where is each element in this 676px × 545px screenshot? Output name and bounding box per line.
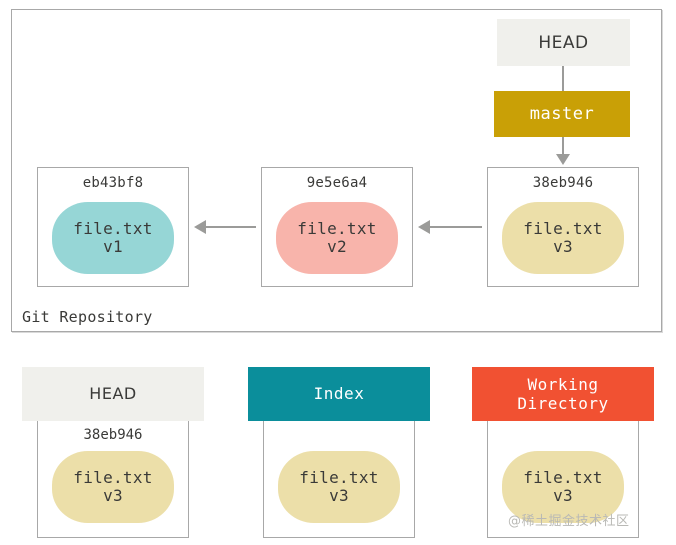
blob-version: v3 [329,486,349,505]
area-body-index: file.txt v3 [263,421,415,538]
area-sha: 38eb946 [83,427,143,443]
blob-version: v3 [553,486,573,505]
git-repository-label: Git Repository [22,308,153,326]
blob-filename: file.txt [299,468,379,488]
commit3-to-commit2-arrowhead [418,220,430,234]
area-blob: file.txt v3 [52,451,174,523]
area-title-line2: Directory [517,394,609,413]
blob-filename: file.txt [73,219,153,239]
blob-filename: file.txt [523,219,603,239]
commit-blob: file.txt v3 [502,202,624,274]
area-title: Index [313,384,365,404]
area-header-index: Index [248,367,430,421]
area-header-working-directory: Working Directory [472,367,654,421]
blob-filename: file.txt [297,219,377,239]
commit-sha: 9e5e6a4 [306,175,368,191]
head-pointer-box: HEAD [497,19,630,66]
commit2-to-commit1-connector [206,226,256,228]
area-blob: file.txt v3 [502,451,624,523]
master-branch-label: master [529,104,595,124]
blob-version: v3 [103,486,123,505]
commit3-to-commit2-connector [430,226,482,228]
area-body-head: 38eb946 file.txt v3 [37,421,189,538]
head-to-master-connector [562,66,564,91]
blob-filename: file.txt [523,468,603,488]
area-header-head: HEAD [22,367,204,421]
commit-blob: file.txt v2 [276,202,398,274]
area-title: HEAD [89,384,137,404]
area-title-line1: Working [527,374,599,394]
blob-version: v3 [553,237,573,256]
commit-node-9e5e6a4: 9e5e6a4 file.txt v2 [261,167,413,287]
blob-version: v2 [327,237,347,256]
commit-sha: eb43bf8 [82,175,144,191]
master-to-commit-arrowhead [556,154,570,165]
commit-node-38eb946: 38eb946 file.txt v3 [487,167,639,287]
head-pointer-label: HEAD [538,32,589,53]
master-branch-box: master [494,91,630,137]
master-to-commit-connector [562,137,564,156]
commit-sha: 38eb946 [532,175,594,191]
blob-filename: file.txt [73,468,153,488]
area-blob: file.txt v3 [278,451,400,523]
blob-version: v1 [103,237,123,256]
area-body-working-directory: file.txt v3 [487,421,639,538]
watermark-text: @稀土掘金技术社区 [508,514,630,529]
commit-blob: file.txt v1 [52,202,174,274]
commit2-to-commit1-arrowhead [194,220,206,234]
commit-node-eb43bf8: eb43bf8 file.txt v1 [37,167,189,287]
